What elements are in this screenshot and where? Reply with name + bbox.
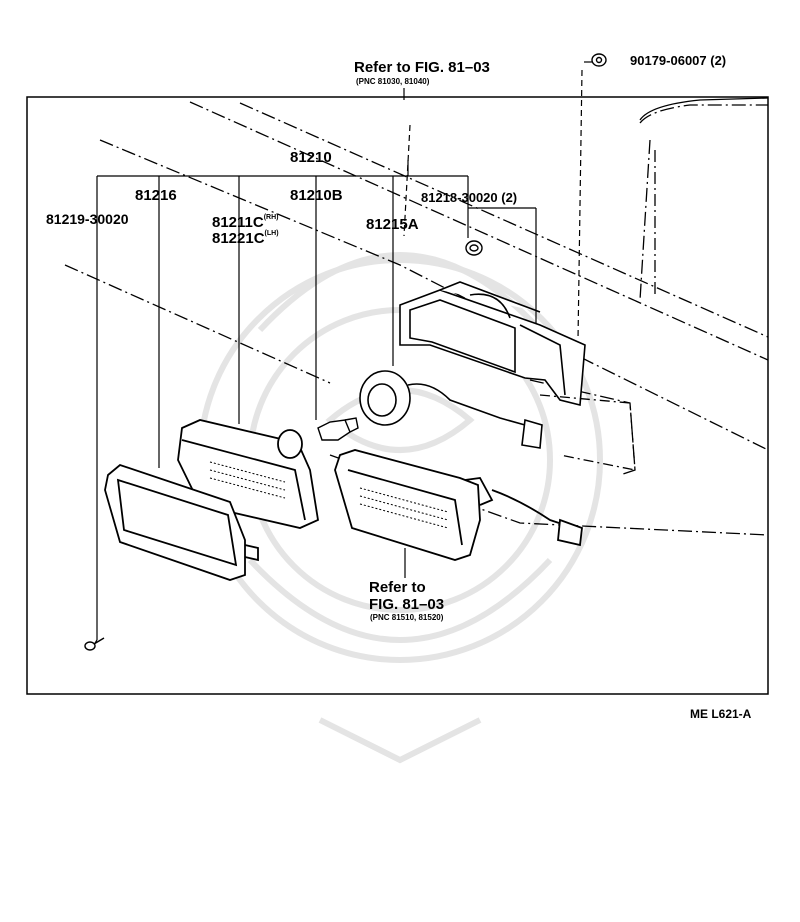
leader-lines — [96, 61, 598, 640]
ref-top-label: Refer to FIG. 81–03 — [354, 59, 490, 76]
ref-bottom-pnc: (PNC 81510, 81520) — [370, 613, 444, 622]
clearance-lamp-ref — [334, 449, 583, 561]
grommet-81218-icon — [465, 240, 483, 256]
diagram-code: ME L621-A — [690, 707, 752, 721]
part-label-81210B: 81210B — [290, 187, 343, 204]
screw-81219-icon — [84, 637, 105, 651]
ref-bottom-label-2: FIG. 81–03 — [369, 596, 445, 613]
part-label-81210: 81210 — [290, 149, 332, 166]
ref-top-pnc: (PNC 81030, 81040) — [356, 77, 430, 86]
ref-bottom-label-1: Refer to — [369, 579, 426, 596]
part-label-81216: 81216 — [135, 187, 177, 204]
part-label-90179: 90179-06007 (2) — [630, 53, 727, 68]
part-label-81211C: 81211C(RH) — [212, 214, 279, 231]
license-plate-outline — [539, 394, 636, 471]
socket-81210B — [359, 370, 543, 449]
bulb-81210 — [317, 417, 359, 441]
lamp-housing-81215A — [399, 281, 586, 407]
part-label-81218: 81218-30020 (2) — [421, 190, 518, 205]
vehicle-body-outline — [64, 101, 769, 536]
nut-90179-icon — [591, 53, 607, 67]
part-label-81219: 81219-30020 — [46, 211, 129, 227]
part-label-81221C: 81221C(LH) — [212, 230, 279, 247]
bezel-81216 — [104, 463, 259, 581]
part-label-81215A: 81215A — [366, 216, 419, 233]
diagram-frame — [26, 96, 769, 695]
